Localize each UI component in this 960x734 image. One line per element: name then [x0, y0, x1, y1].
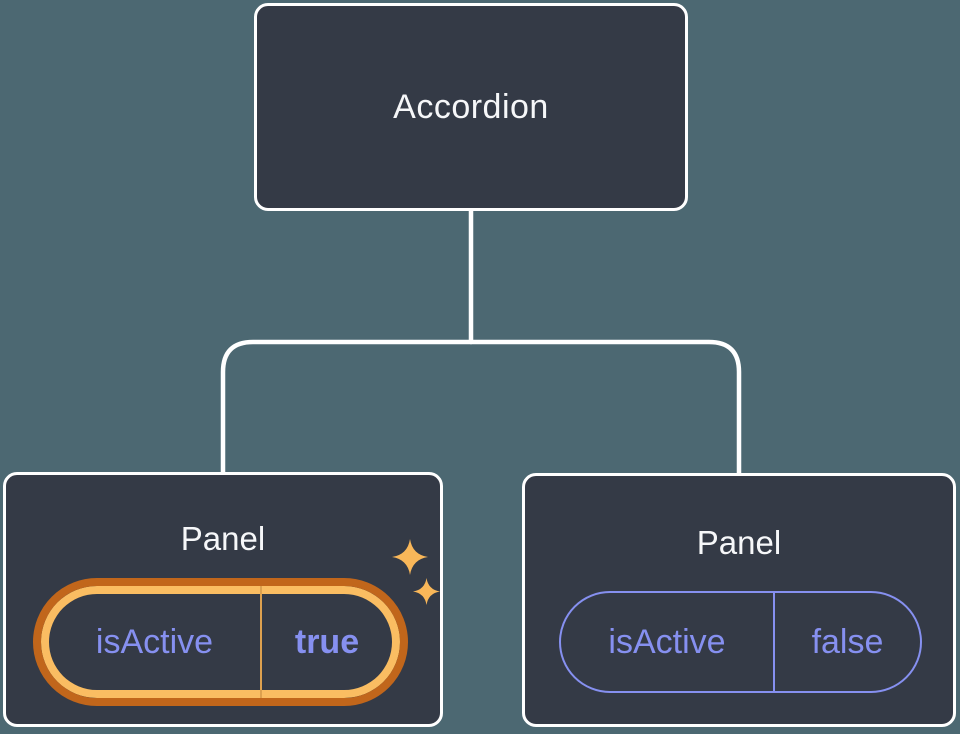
- prop-pill-divider: [773, 593, 775, 691]
- prop-name: isActive: [608, 622, 726, 661]
- sparkle-small-icon: [413, 578, 440, 605]
- panel-node-label: Panel: [180, 520, 266, 557]
- prop-value: false: [811, 622, 884, 661]
- prop-pill-highlighted: isActive true: [33, 578, 408, 706]
- prop-pill-divider: [260, 586, 262, 698]
- root-node-label: Accordion: [393, 87, 549, 126]
- child-node-panel-inactive: Panel isActive false: [522, 473, 956, 727]
- panel-node-label: Panel: [696, 524, 782, 561]
- prop-pill-plain: isActive false: [559, 591, 922, 693]
- prop-name: isActive: [95, 622, 214, 661]
- sparkles-icon: [392, 539, 428, 575]
- prop-value: true: [294, 622, 360, 661]
- child-node-panel-active: Panel isActive true: [3, 472, 443, 727]
- root-node-accordion: Accordion: [254, 3, 688, 211]
- connector-branch: [220, 339, 742, 479]
